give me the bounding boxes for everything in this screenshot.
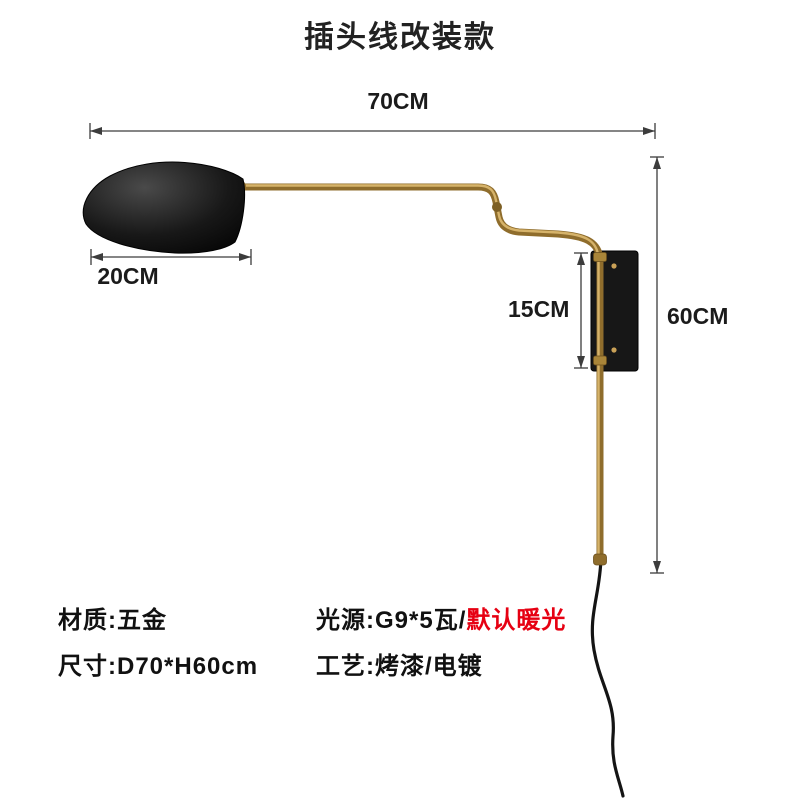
mount-screws	[611, 263, 617, 353]
dimension-line-60cm	[650, 156, 664, 574]
dimension-line-20cm	[90, 249, 252, 265]
spec-size: 尺寸:D70*H60cm	[58, 653, 259, 680]
spec-light-source-prefix: 光源:G9*5瓦/	[316, 607, 467, 634]
dim-label-20cm: 20CM	[97, 263, 159, 289]
page-title: 插头线改装款	[304, 21, 496, 54]
rod-end-cap	[593, 553, 607, 566]
lamp-shade	[82, 161, 246, 254]
dim-label-60cm: 60CM	[667, 303, 729, 329]
spec-light-source: 光源:G9*5瓦/默认暖光	[316, 600, 566, 635]
arm-joint	[492, 202, 502, 212]
spec-light-source-highlight: 默认暖光	[466, 607, 567, 634]
swing-arm	[237, 183, 604, 564]
swing-arm-highlight	[239, 184, 600, 560]
rod-clamps	[593, 252, 607, 366]
dim-label-70cm: 70CM	[367, 88, 429, 114]
power-cord	[590, 556, 625, 798]
spec-material: 材质:五金	[58, 607, 167, 634]
spec-craft: 工艺:烤漆/电镀	[316, 653, 483, 680]
dimension-line-70cm	[89, 123, 656, 139]
dimension-line-15cm	[574, 252, 588, 369]
dim-label-15cm: 15CM	[508, 296, 570, 322]
